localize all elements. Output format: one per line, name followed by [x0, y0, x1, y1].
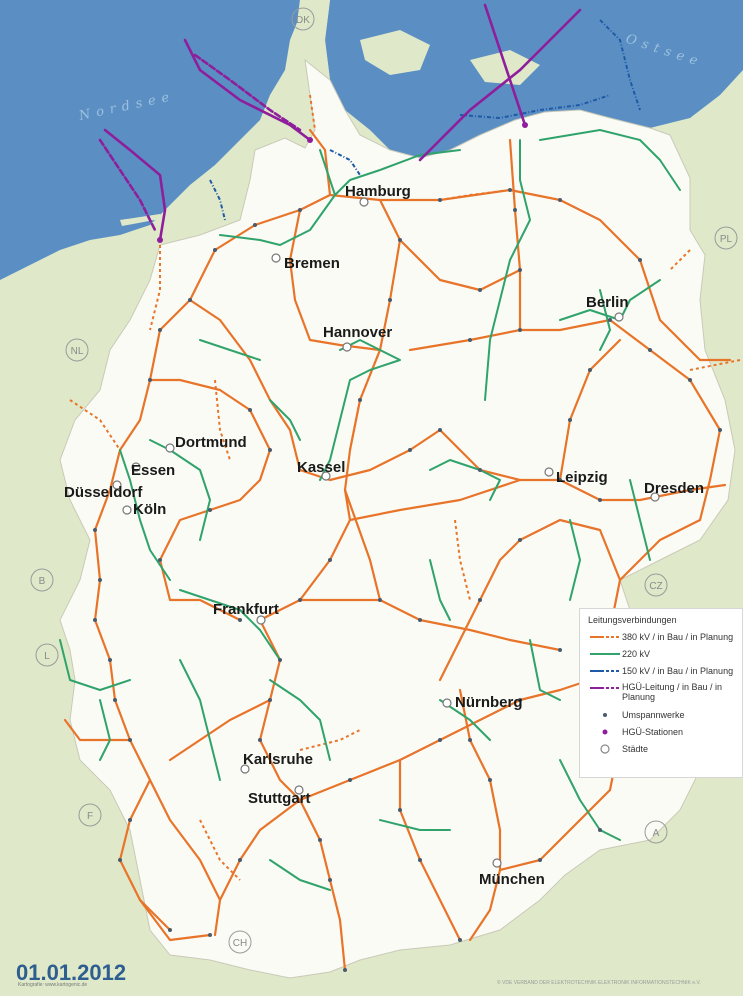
legend-item-substations: Umspannwerke	[588, 709, 736, 721]
baltic-islands	[360, 30, 540, 85]
legend-item-150kv: 150 kV / in Bau / in Planung	[588, 665, 736, 677]
legend-item-hgu-stations: HGÜ-Stationen	[588, 726, 736, 738]
lines-hgu	[98, 3, 582, 242]
legend-label: 150 kV / in Bau / in Planung	[622, 666, 734, 676]
city-hamburg: Hamburg	[345, 183, 411, 200]
lines-220kv	[59, 129, 681, 891]
legend-label: HGÜ-Leitung / in Bau / in Planung	[622, 682, 723, 702]
city-stuttgart: Stuttgart	[248, 790, 311, 807]
line-150kv-swatch	[590, 670, 620, 672]
baltic-sea	[325, 0, 743, 158]
country-markers: DK NL B L F CH A CZ PL	[30, 7, 738, 954]
substation-dot-icon	[603, 713, 607, 717]
legend-label: Umspannwerke	[622, 710, 685, 720]
country-code-nl: NL	[71, 346, 84, 357]
city-karlsruhe: Karlsruhe	[243, 751, 313, 768]
city-muenchen: München	[479, 871, 545, 888]
country-code-f: F	[87, 811, 93, 822]
hgu-stations	[157, 122, 528, 243]
lines-150kv	[209, 19, 641, 221]
country-code-ch: CH	[233, 938, 247, 949]
city-frankfurt: Frankfurt	[213, 601, 279, 618]
city-nuernberg: Nürnberg	[455, 694, 523, 711]
hgu-station-dot-icon	[602, 729, 608, 735]
country-code-pl: PL	[720, 234, 733, 245]
legend-item-hgu: HGÜ-Leitung / in Bau / in Planung	[588, 682, 736, 704]
cartography-credit: Kartografie: www.kartogenic.de	[18, 982, 88, 988]
legend-title: Leitungsverbindungen	[588, 615, 677, 625]
country-code-dk: DK	[296, 15, 310, 26]
country-code-l: L	[44, 651, 50, 662]
legend-item-380kv: 380 kV / in Bau / in Planung	[588, 631, 736, 643]
germany-land	[59, 58, 736, 979]
country-code-b: B	[39, 576, 46, 587]
cities: Hamburg Bremen Hannover Berlin Dortmund …	[64, 183, 704, 888]
city-dortmund: Dortmund	[175, 434, 247, 451]
legend-label: Städte	[622, 744, 649, 754]
legend-label: HGÜ-Stationen	[622, 727, 684, 737]
country-code-cz: CZ	[649, 581, 662, 592]
city-kassel: Kassel	[297, 459, 345, 476]
substation-dots	[93, 188, 722, 972]
legend-label: 380 kV / in Bau / in Planung	[622, 632, 734, 642]
line-380kv-swatch	[590, 636, 620, 638]
city-berlin: Berlin	[586, 294, 629, 311]
city-circle-icon	[600, 744, 610, 754]
city-dresden: Dresden	[644, 480, 704, 497]
city-leipzig: Leipzig	[556, 469, 608, 486]
city-bremen: Bremen	[284, 255, 340, 272]
legend-item-cities: Städte	[588, 743, 736, 755]
country-code-a: A	[653, 828, 660, 839]
line-220kv-swatch	[590, 653, 620, 655]
map-legend: Leitungsverbindungen 380 kV / in Bau / i…	[579, 608, 743, 778]
city-hannover: Hannover	[323, 324, 392, 341]
lines-380kv-planned	[69, 94, 741, 881]
map-date: 01.01.2012	[16, 960, 127, 985]
city-koeln: Köln	[133, 501, 166, 518]
line-hgu-swatch	[590, 687, 620, 689]
publisher-credit: © VDE VERBAND DER ELEKTROTECHNIK ELEKTRO…	[497, 980, 701, 986]
frisian-islands	[120, 196, 257, 226]
city-essen: Essen	[131, 462, 175, 479]
legend-item-220kv: 220 kV	[588, 648, 736, 660]
city-duesseldorf: Düsseldorf	[64, 484, 143, 501]
legend-label: 220 kV	[622, 649, 651, 659]
north-sea	[0, 0, 300, 280]
